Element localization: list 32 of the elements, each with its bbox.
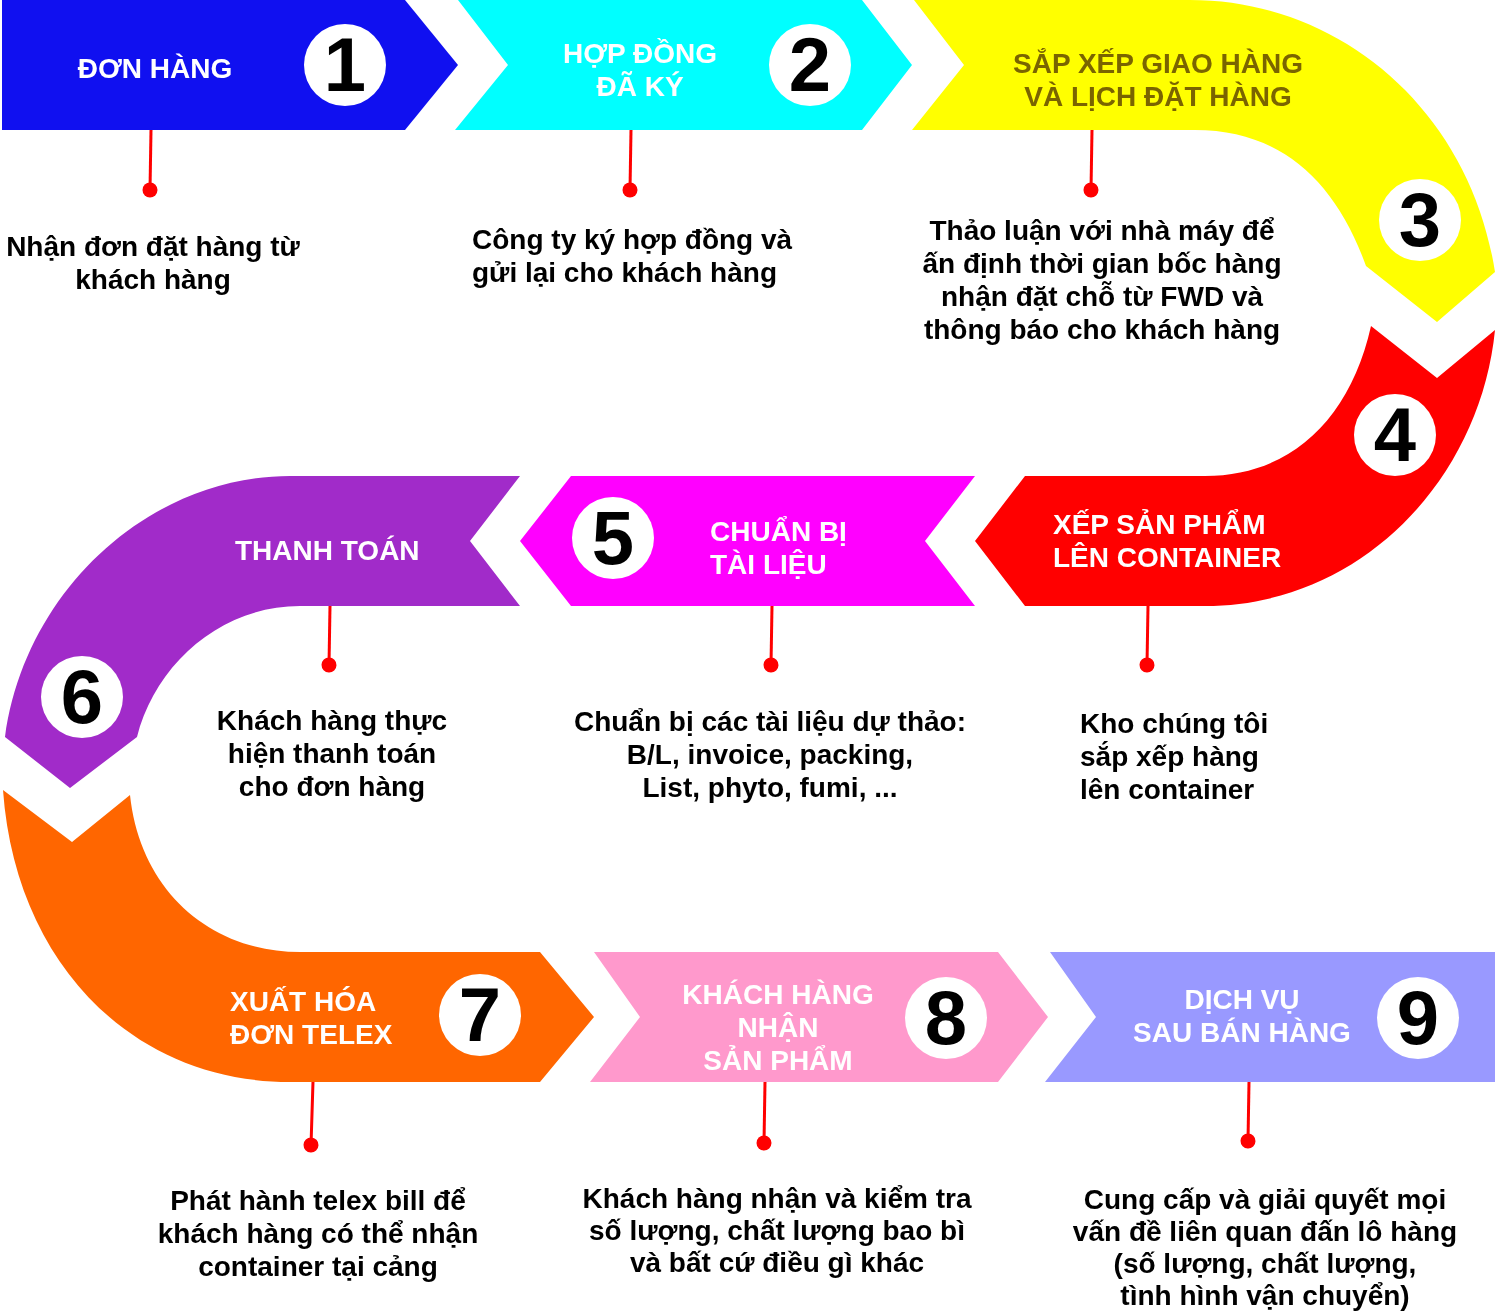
leader-line	[142, 129, 158, 198]
step-description: Nhận đơn đặt hàng từ khách hàng	[6, 230, 300, 296]
step-title: DỊCH VỤ SAU BÁN HÀNG	[1133, 983, 1351, 1049]
step-description: Khách hàng thực hiện thanh toán cho đơn hàng	[216, 704, 448, 803]
step-description: Thảo luận với nhà máy để ấn định thời gian bốc hàng nhận đặt chỗ từ FWD và thông báo cho khách hàng	[922, 214, 1282, 346]
chevron-banner	[455, 0, 912, 130]
leader-line	[1139, 605, 1155, 673]
step-title: XẾP SẢN PHẨM LÊN CONTAINER	[1053, 508, 1282, 574]
leader-line	[1083, 129, 1099, 198]
step-description: Chuẩn bị các tài liệu dự thảo: B/L, invoice, packing, List, phyto, fumi, ...	[573, 705, 967, 804]
leader-line	[303, 1081, 319, 1153]
step-title: SẮP XẾP GIAO HÀNG VÀ LỊCH ĐẶT HÀNG	[1013, 47, 1303, 113]
leader-line	[1240, 1081, 1256, 1149]
step-description: Kho chúng tôi sắp xếp hàng lên container	[1080, 707, 1269, 806]
step-description: Phát hành telex bill để khách hàng có thể nhận container tại cảng	[157, 1184, 479, 1283]
chevron-banner	[590, 952, 1048, 1082]
step-title: CHUẨN BỊ TÀI LIỆU	[710, 515, 847, 581]
step-title: ĐƠN HÀNG	[77, 51, 233, 85]
step-description: Cung cấp và giải quyết mọi vấn đề liên quan đấn lô hàng (số lượng, chất lượng, tình hình vận chuyển)	[1072, 1184, 1458, 1312]
step-title: THANH TOÁN	[235, 533, 420, 567]
step-description: Khách hàng nhận và kiểm tra số lượng, chất lượng bao bì và bất cứ điều gì khác	[582, 1183, 972, 1279]
chevron-banner	[0, 0, 458, 130]
leader-line	[756, 1081, 772, 1151]
leader-line	[321, 605, 337, 673]
step-title: HỢP ĐỒNG ĐÃ KÝ	[562, 37, 718, 103]
step-description: Công ty ký hợp đồng và gửi lại cho khách hàng	[472, 223, 793, 289]
leader-line	[763, 605, 779, 673]
chevron-banner	[1045, 952, 1495, 1082]
leader-line	[622, 129, 638, 198]
step-title: KHÁCH HÀNG NHẬN SẢN PHẨM	[682, 977, 874, 1077]
chevron-banner	[520, 476, 975, 606]
step-title: XUẤT HÓA ĐƠN TELEX	[230, 985, 393, 1051]
